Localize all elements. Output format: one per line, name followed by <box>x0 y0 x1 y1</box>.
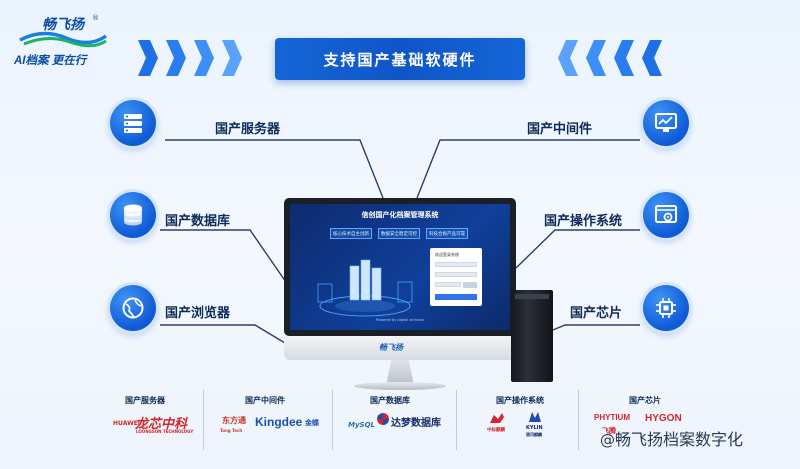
login-card: 欢迎登录系统 <box>430 248 482 306</box>
brand-divider <box>332 390 333 450</box>
loongson-subtext: LOONGSON TECHNOLOGY <box>136 429 194 434</box>
middleware-label: 国产中间件 <box>527 122 593 137</box>
feature-button[interactable]: 核心技术自主创新 <box>330 228 372 239</box>
huawei-logo: HUAWEI <box>113 420 141 427</box>
monitor-base <box>354 382 446 390</box>
server-label: 国产服务器 <box>215 122 281 137</box>
server-icon <box>110 100 156 146</box>
dameng-logo: 达梦数据库 <box>391 418 441 429</box>
watermark-text: 畅飞扬档案数字化 <box>615 430 744 449</box>
brand-divider <box>578 390 579 450</box>
monitor-chin <box>284 336 516 360</box>
phytium-logo: PHYTIUM <box>594 413 630 422</box>
login-button[interactable] <box>435 294 477 300</box>
server-stack-illustration <box>317 259 413 317</box>
chevron-left-icon <box>642 40 662 76</box>
chevron-left-icon <box>614 40 634 76</box>
username-input[interactable] <box>435 262 477 267</box>
mysql-logo: MySQL <box>348 421 375 429</box>
hygon-logo: HYGON <box>645 413 682 424</box>
feature-button[interactable]: 科技合规产品可靠 <box>426 228 468 239</box>
at-symbol: @ <box>600 431 615 449</box>
os-category: 国产操作系统 <box>496 396 544 405</box>
monitor-chart-icon <box>643 100 689 146</box>
system-title: 信创国产化档案管理系统 <box>361 211 439 219</box>
os-label: 国产操作系统 <box>544 214 623 229</box>
watermark: @畅飞扬档案数字化 <box>600 426 743 450</box>
brand-divider <box>203 390 204 450</box>
database-category: 国产数据库 <box>370 396 410 405</box>
chevron-right-icon <box>166 40 186 76</box>
logo-slogan: AI档案 更在行 <box>14 55 87 67</box>
password-input[interactable] <box>435 272 477 277</box>
kingdee-logo: Kingdee <box>255 415 303 429</box>
kylin-icon <box>529 412 541 422</box>
chip-icon <box>643 285 689 331</box>
screen-footer: Powered by digital archives <box>376 318 425 322</box>
browser-label: 国产浏览器 <box>165 306 231 321</box>
kylin-text: KYLIN <box>526 425 543 431</box>
monitor-stand <box>385 360 415 386</box>
dameng-logo-icon <box>377 413 389 425</box>
monitor: 信创国产化档案管理系统 核心技术自主创新 数据安全稳定可控 科技合规产品可靠 欢… <box>284 198 516 390</box>
tower-drive-bay <box>515 294 549 299</box>
login-title: 欢迎登录系统 <box>435 252 459 257</box>
server-category: 国产服务器 <box>125 396 165 405</box>
company-logo: 畅飞扬 ® AI档案 更在行 <box>14 14 114 72</box>
browser-globe-icon <box>110 285 156 331</box>
brand-divider <box>456 390 457 450</box>
chevron-right-icon <box>222 40 242 76</box>
tongtech-subtext: Tong Tech <box>220 428 243 433</box>
loongson-logo: 龙芯中科 <box>135 417 188 432</box>
feature-button[interactable]: 数据安全稳定可控 <box>378 228 420 239</box>
kingdee-cn: 金蝶 <box>305 419 319 427</box>
middleware-category: 国产中间件 <box>245 396 285 405</box>
chevron-right-icon <box>138 40 158 76</box>
logo-wave-icon <box>19 31 108 48</box>
chin-logo: 畅飞扬 <box>379 343 403 352</box>
neokylin-text: 中标麒麟 <box>487 428 505 433</box>
system-screen: 信创国产化档案管理系统 核心技术自主创新 数据安全稳定可控 科技合规产品可靠 欢… <box>290 204 510 330</box>
chip-label: 国产芯片 <box>570 306 623 321</box>
phytium-cn: 飞腾 <box>602 427 616 435</box>
database-label: 国产数据库 <box>165 214 231 229</box>
settings-window-icon <box>643 192 689 238</box>
tongtech-logo: 东方通 <box>222 415 246 425</box>
neokylin-horse-icon <box>490 413 504 423</box>
logo-mark: 畅飞扬 <box>42 17 84 33</box>
page-title: 支持国产基础软硬件 <box>275 38 525 80</box>
database-icon <box>110 192 156 238</box>
registered-mark: ® <box>92 14 99 22</box>
chevron-left-icon <box>558 40 578 76</box>
chevron-right-icon <box>194 40 214 76</box>
chip-category: 国产芯片 <box>629 396 661 405</box>
captcha-image[interactable] <box>463 282 477 288</box>
pc-tower <box>511 290 553 382</box>
kylin-cn-text: 银河麒麟 <box>526 432 542 437</box>
chevron-left-icon <box>586 40 606 76</box>
captcha-input[interactable] <box>435 282 461 287</box>
